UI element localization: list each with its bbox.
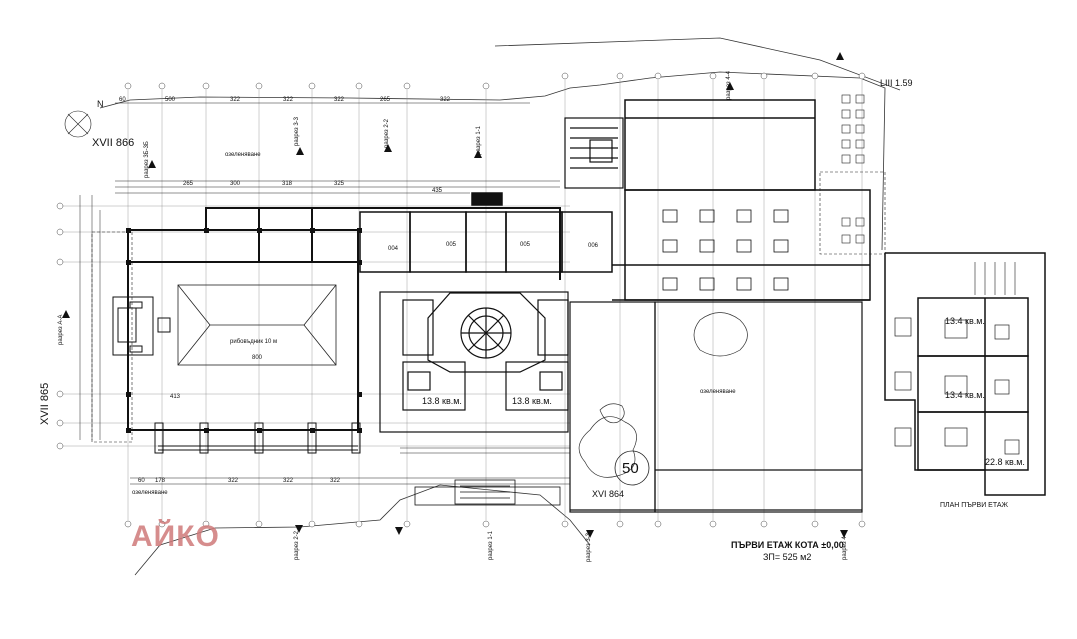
main-hall-walls	[127, 207, 561, 431]
dimension-label: 413	[170, 394, 181, 400]
dimension-label: 325	[334, 181, 345, 187]
colonnade-bottom	[154, 422, 361, 454]
room-area: 13.8 кв.м.	[422, 396, 462, 406]
dimension-label: 322	[330, 478, 341, 484]
north-label: N	[97, 99, 104, 109]
dimension-label: 265	[380, 97, 391, 103]
room-area: 22.8 кв.м.	[985, 457, 1025, 467]
inset-corner-stair	[974, 262, 1016, 295]
restaurant-block	[612, 99, 871, 301]
landscape-label: озеленяване	[225, 152, 261, 158]
hall-columns	[126, 228, 362, 433]
room-number: 004	[388, 246, 399, 252]
dimension-label: 322	[440, 97, 451, 103]
dimension-label: 265	[183, 181, 194, 187]
section-label: разрез 4-4	[726, 71, 732, 100]
lounge-furniture	[112, 296, 171, 356]
room-area: 13.4 кв.м.	[945, 316, 985, 326]
dimension-label: 322	[228, 478, 239, 484]
dimension-label: 322	[283, 478, 294, 484]
section-markers	[62, 52, 848, 538]
section-label: разрез 3-3	[586, 533, 592, 562]
terrace-dashed	[91, 171, 886, 443]
dimension-label: 60	[138, 478, 145, 484]
landscape-label: озеленяване	[700, 389, 736, 395]
inset-title: ПЛАН ПЪРВИ ЕТАЖ	[940, 502, 1009, 509]
dimension-label: 318	[282, 181, 293, 187]
section-label: разрез А-А	[58, 314, 64, 345]
stair-core	[564, 117, 624, 189]
service-rooms	[359, 192, 613, 273]
dimension-label: 300	[230, 181, 241, 187]
section-label: разрез 2-2	[294, 531, 300, 560]
restaurant-tables	[662, 209, 789, 291]
contour-label: XVII 865	[39, 382, 51, 425]
entrance-steps	[414, 479, 561, 506]
contour-label: LIII 1.59	[880, 78, 913, 88]
watermark: АЙКО	[131, 520, 220, 553]
room-number: 005	[446, 242, 457, 248]
contour-label: XVII 866	[92, 137, 135, 149]
room-number: 005	[520, 242, 531, 248]
dimension-label: 800	[252, 355, 263, 361]
lot-number-circle	[614, 450, 650, 486]
dimension-label: 178	[155, 478, 166, 484]
guest-rooms-centre	[402, 299, 569, 411]
section-label: разрез 2-2	[384, 119, 390, 148]
inset-plan	[884, 252, 1046, 496]
dimension-label: 322	[283, 97, 294, 103]
dimension-label: 60	[119, 97, 126, 103]
drawing-title: ПЪРВИ ЕТАЖ КОТА ±0,00	[731, 540, 844, 550]
terrace-furniture	[841, 94, 865, 244]
drawing-area: ЗП= 525 м2	[763, 552, 812, 562]
inset-furniture	[894, 317, 1020, 455]
grid-bubbles	[56, 72, 866, 528]
dimension-line-top	[115, 102, 570, 485]
dimension-label: 322	[230, 97, 241, 103]
section-label: разрез 1-1	[488, 531, 494, 560]
room-number: 006	[588, 243, 599, 249]
dimension-label: 500	[165, 97, 176, 103]
courtyard	[569, 301, 863, 513]
room-area: 13.4 кв.м.	[945, 390, 985, 400]
section-label: разрез 1-1	[476, 126, 482, 155]
landscape-label: озеленяване	[132, 490, 168, 496]
dimension-label: 435	[432, 188, 443, 194]
pool-label: рибовъдник 10 м	[230, 339, 278, 345]
section-label: разрез 3Б-3Б	[144, 141, 150, 178]
dimension-label: 322	[334, 97, 345, 103]
room-area: 13.8 кв.м.	[512, 396, 552, 406]
trees	[578, 312, 748, 478]
lot-number: 50	[622, 460, 639, 477]
pool-outline	[177, 284, 337, 366]
contour-label: XVI 864	[592, 489, 625, 499]
north-arrow	[64, 110, 92, 138]
section-label: разрез 3-3	[294, 117, 300, 146]
